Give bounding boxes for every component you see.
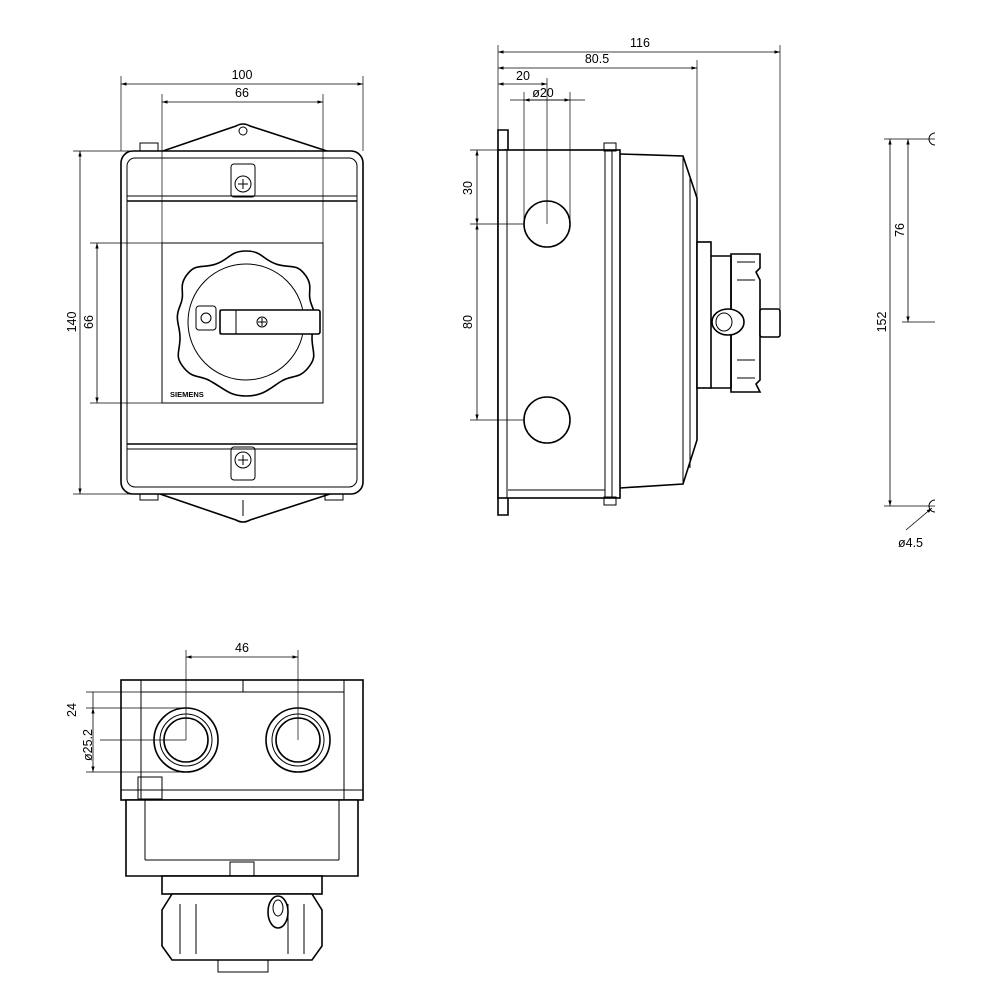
front-bottom-flange [159,493,331,523]
dim-enclosure-depth-label: 80.5 [585,52,609,66]
dim-hole-spacing-label: 80 [461,315,475,329]
dim-height-label: 140 [65,312,79,333]
dim-bottom-height-label: 24 [65,703,79,717]
dim-bottom-spacing-label: 46 [235,641,249,655]
dim-total-depth-label: 116 [630,36,650,50]
side-handle [759,308,781,338]
brand-label: SIEMENS [170,390,204,399]
switch-handle [219,309,321,335]
front-bottom-screw-icon [230,446,256,481]
dim-inner-label: 76 [893,223,907,237]
side-cover [619,153,698,489]
bottom-view: 46 24 ø25.2 [65,641,364,973]
mounting-view: 152 76 ø4.5 [875,132,936,550]
dim-top-hole-label: 30 [461,181,475,195]
side-enclosure [497,149,621,499]
dim-mount-hole-label: ø4.5 [898,536,923,550]
rotary-knob [176,250,316,397]
bottom-knob [161,893,323,961]
front-top-flange-hole [238,126,248,136]
dim-inner-width-label: 66 [235,86,249,100]
dim-inner-height-label: 66 [82,315,96,329]
front-enclosure-inner [126,157,358,488]
dim-width-label: 100 [232,68,253,82]
bottom-knob-base [161,875,323,895]
front-top-flange [159,123,331,153]
dim-hole-diameter-label: ø20 [532,86,554,100]
mount-bottom-hole [928,499,936,513]
side-view: 116 80.5 20 ø20 30 80 [461,36,781,516]
front-view: SIEMENS 100 66 140 66 [65,68,364,523]
dim-overall-label: 152 [875,312,889,333]
mount-top-hole [928,132,936,146]
dim-bottom-hole-diameter-label: ø25.2 [81,729,95,761]
dim-hole-offset-label: 20 [516,69,530,83]
front-top-screw-icon [230,163,256,198]
bottom-cover [125,799,359,877]
side-knob-base [696,241,712,389]
